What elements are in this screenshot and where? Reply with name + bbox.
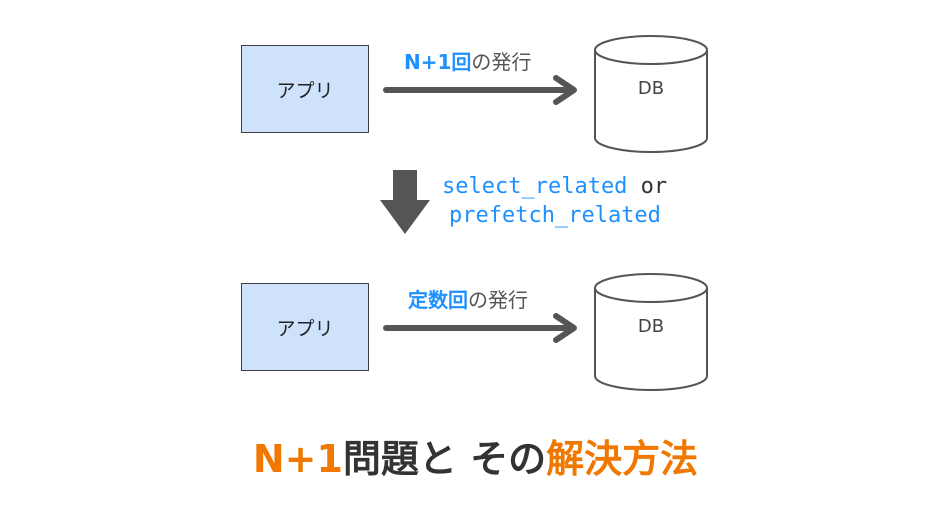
page-title: N+1問題と その解決方法 (0, 428, 951, 483)
arrow-label-top: N+1回の発行 (404, 46, 531, 75)
arrow-right-top (383, 75, 577, 105)
database-icon-top (594, 35, 708, 153)
app-label-bottom: アプリ (276, 317, 334, 340)
database-icon-bottom (594, 273, 708, 391)
title-part-n1: N+1 (252, 437, 343, 481)
arrow-label-bottom: 定数回の発行 (408, 284, 528, 313)
transition-line-1: select_related or (442, 174, 667, 199)
title-part-problem: 問題と その (342, 437, 547, 481)
or-word: or (627, 174, 668, 199)
db-label-bottom: DB (637, 316, 665, 337)
arrow-down-icon (380, 170, 430, 234)
app-box-top: アプリ (241, 45, 369, 133)
arrow-label-bottom-em: 定数回 (408, 288, 468, 312)
arrow-label-bottom-rest: の発行 (468, 288, 528, 312)
code-select-related: select_related (442, 174, 628, 199)
title-part-solution: 解決方法 (546, 437, 699, 481)
app-label-top: アプリ (276, 79, 334, 102)
code-prefetch-related: prefetch_related (449, 203, 661, 228)
arrow-label-top-rest: の発行 (471, 50, 532, 74)
app-box-bottom: アプリ (241, 283, 369, 371)
arrow-label-top-em: N+1回 (404, 50, 472, 74)
db-label-top: DB (637, 78, 665, 99)
arrow-right-bottom (383, 313, 577, 343)
